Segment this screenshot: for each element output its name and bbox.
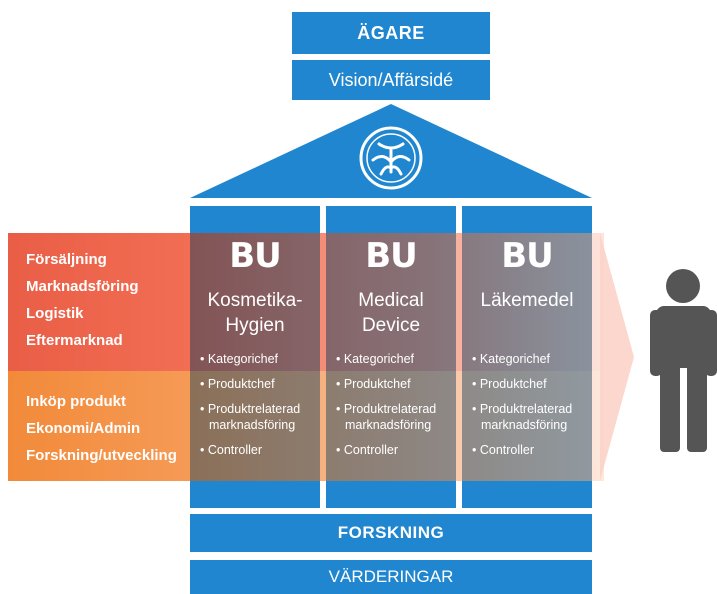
owner-label: ÄGARE bbox=[357, 22, 425, 43]
role-item: • Produktrelaterad bbox=[472, 402, 573, 416]
role-item: • Produktchef bbox=[200, 377, 275, 391]
role-item: marknadsföring bbox=[481, 418, 568, 432]
arrow-tip bbox=[600, 233, 634, 481]
support-function-list: Inköp produkt Ekonomi/Admin Forskning/ut… bbox=[26, 388, 177, 469]
bu-name-line1: Läkemedel bbox=[480, 290, 574, 311]
role-item: • Kategorichef bbox=[336, 352, 415, 366]
bu-name: Kosmetika- Hygien bbox=[190, 288, 320, 338]
bu-lakemedel: BU Läkemedel • Kategorichef • Produktche… bbox=[462, 206, 592, 508]
vision-label: Vision/Affärsidé bbox=[328, 69, 454, 90]
sales-function-list: Försäljning Marknadsföring Logistik Efte… bbox=[26, 246, 139, 354]
bu-medical: BU Medical Device • Kategorichef • Produ… bbox=[326, 206, 456, 508]
list-item: Eftermarknad bbox=[26, 332, 123, 349]
role-item: • Produktrelaterad bbox=[336, 402, 437, 416]
role-item: marknadsföring bbox=[209, 418, 296, 432]
band-sales bbox=[8, 233, 604, 371]
bu-title: BU bbox=[229, 236, 282, 276]
role-item: • Produktchef bbox=[336, 377, 411, 391]
person-icon bbox=[650, 269, 717, 452]
list-item: Försäljning bbox=[26, 251, 107, 268]
column-overlay-1 bbox=[190, 233, 320, 481]
bu-name-line1: Kosmetika- bbox=[207, 290, 303, 311]
bu-name: Läkemedel bbox=[462, 288, 592, 313]
list-item: Inköp produkt bbox=[26, 393, 126, 410]
bu-name-line2: Device bbox=[361, 315, 421, 336]
research-box: FORSKNING bbox=[190, 514, 592, 552]
logo-emblem-icon bbox=[359, 126, 423, 190]
role-item: • Kategorichef bbox=[472, 352, 551, 366]
role-item: • Controller bbox=[472, 443, 535, 457]
band-support bbox=[8, 371, 604, 481]
research-label: FORSKNING bbox=[337, 523, 445, 542]
values-box: VÄRDERINGAR bbox=[190, 560, 592, 594]
bu-title: BU bbox=[501, 236, 554, 276]
bu-name: Medical Device bbox=[326, 288, 456, 338]
column-overlay-3 bbox=[462, 233, 592, 481]
column-overlay-2 bbox=[326, 233, 456, 481]
list-item: Ekonomi/Admin bbox=[26, 420, 141, 437]
bu-name-line2: Hygien bbox=[225, 315, 285, 336]
bu-title: BU bbox=[365, 236, 418, 276]
role-item: • Kategorichef bbox=[200, 352, 279, 366]
list-item: Logistik bbox=[26, 305, 84, 322]
role-item: • Produktrelaterad bbox=[200, 402, 301, 416]
list-item: Marknadsföring bbox=[26, 278, 139, 295]
role-item: • Controller bbox=[200, 443, 263, 457]
bu-kosmetika: BU Kosmetika- Hygien • Kategorichef • Pr… bbox=[190, 206, 320, 508]
owner-box: ÄGARE bbox=[292, 12, 490, 54]
vision-box: Vision/Affärsidé bbox=[292, 60, 490, 100]
role-item: marknadsföring bbox=[345, 418, 432, 432]
values-label: VÄRDERINGAR bbox=[328, 567, 454, 586]
bu-name-line1: Medical bbox=[358, 290, 424, 311]
list-item: Forskning/utveckling bbox=[26, 447, 177, 464]
role-item: • Controller bbox=[336, 443, 399, 457]
role-item: • Produktchef bbox=[472, 377, 547, 391]
